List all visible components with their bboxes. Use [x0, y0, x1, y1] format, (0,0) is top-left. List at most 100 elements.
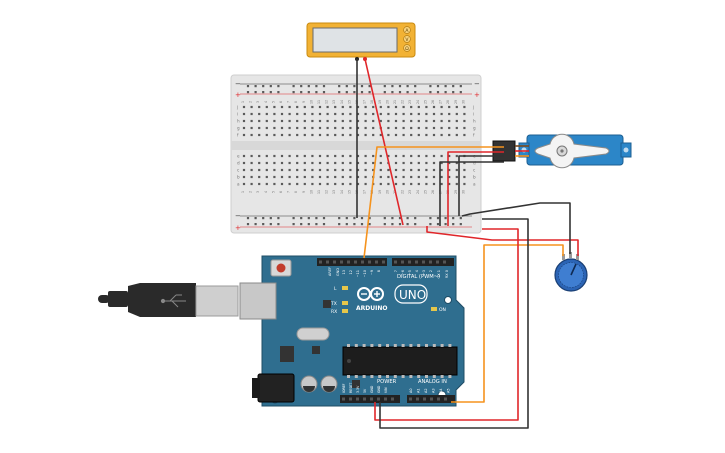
column-number: 27 — [439, 100, 443, 104]
column-number: 1 — [241, 191, 245, 193]
model-text: UNO — [399, 288, 426, 302]
row-letter: c — [473, 168, 476, 173]
usb-cable — [98, 283, 239, 317]
row-letter: f — [237, 133, 239, 138]
column-number: 24 — [416, 100, 420, 104]
multimeter-knob-v[interactable] — [403, 35, 411, 43]
usb-icon — [160, 294, 186, 308]
column-number: 6 — [279, 101, 283, 103]
column-number: 2 — [249, 101, 253, 103]
wire-arduino-gnd[interactable] — [379, 218, 529, 429]
analog-pin-label: A1 — [417, 388, 421, 393]
row-letter: e — [237, 154, 240, 159]
column-number: 19 — [378, 190, 382, 194]
led-rx — [342, 309, 348, 313]
digital-pin-label: 13 — [342, 270, 346, 274]
servo-motor[interactable] — [518, 133, 632, 169]
digital-header-left — [317, 258, 387, 266]
wire-servo-signal[interactable] — [363, 146, 504, 259]
column-number: 4 — [264, 191, 268, 193]
led-tx — [342, 301, 348, 305]
multimeter-display — [312, 27, 398, 53]
led-tx-label: TX — [330, 301, 337, 307]
row-letter: d — [237, 161, 240, 166]
atmega-chip — [342, 346, 458, 376]
column-number: 1 — [241, 101, 245, 103]
wire-servo-ground[interactable] — [458, 155, 504, 216]
column-number: 25 — [423, 100, 427, 104]
analog-pin-label: A5 — [447, 388, 451, 393]
column-number: 18 — [370, 100, 374, 104]
wire-multimeter-red[interactable] — [364, 58, 404, 226]
usb-plug — [195, 285, 239, 317]
wire-servo-power[interactable] — [447, 151, 504, 226]
rail-minus-label-bottom: − — [235, 212, 241, 220]
multimeter-knob-a[interactable] — [403, 26, 411, 34]
column-number: 3 — [256, 101, 260, 103]
column-number: 6 — [279, 191, 283, 193]
digital-header-label: DIGITAL (PWM~) — [397, 274, 440, 280]
reset-button[interactable] — [276, 263, 286, 273]
column-number: 12 — [325, 190, 329, 194]
row-letter: d — [473, 161, 476, 166]
arduino-uno-board[interactable]: L TX RX ON ARDUINO UNO DIGITAL (PWM~) PO… — [239, 255, 465, 407]
wire-pot-power[interactable] — [426, 226, 579, 256]
row-letter: h — [237, 119, 240, 124]
column-number: 23 — [408, 190, 412, 194]
column-number: 24 — [416, 190, 420, 194]
analog-pin-label: A4 — [439, 388, 443, 393]
power-pin-label: GND — [370, 385, 374, 393]
column-number: 15 — [347, 100, 351, 104]
wire-servo-ground-2[interactable] — [439, 161, 504, 226]
power-pin-label: VIN — [384, 387, 388, 393]
column-number: 28 — [446, 100, 450, 104]
voltage-regulator — [280, 346, 294, 362]
rail-plus-label-right: + — [474, 91, 480, 99]
column-number: 23 — [408, 100, 412, 104]
column-number: 13 — [332, 100, 336, 104]
column-number: 7 — [287, 191, 291, 193]
digital-pin-label: 12 — [349, 270, 353, 274]
analog-pin-label: A2 — [424, 388, 428, 393]
wire-pot-ground[interactable] — [461, 202, 571, 254]
column-number: 20 — [385, 100, 389, 104]
digital-pin-label: 8 — [377, 270, 381, 272]
column-number: 17 — [363, 100, 367, 104]
row-letter: c — [237, 168, 240, 173]
rail-minus-label-right: − — [474, 80, 480, 88]
led-l-label: L — [334, 286, 337, 292]
column-number: 30 — [461, 100, 465, 104]
multimeter-knob-ohm-label: Ω — [405, 46, 409, 52]
wire-pot-wiper[interactable] — [451, 244, 564, 403]
potentiometer-indicator — [570, 263, 577, 276]
led-rx-label: RX — [331, 309, 337, 315]
column-number: 5 — [271, 191, 275, 193]
brand-text: ARDUINO — [356, 305, 387, 312]
row-letter: b — [473, 175, 476, 180]
column-number: 4 — [264, 101, 268, 103]
servo-horn[interactable] — [534, 133, 610, 169]
digital-pin-label: ~5 — [408, 270, 412, 275]
digital-pin-label: 4 — [415, 269, 419, 272]
column-number: 7 — [287, 101, 291, 103]
multimeter[interactable]: A V Ω — [306, 22, 416, 61]
row-letter: h — [473, 119, 476, 124]
row-letter: a — [237, 182, 240, 187]
column-number: 19 — [378, 100, 382, 104]
column-number: 9 — [302, 191, 306, 193]
column-number: 14 — [340, 190, 344, 194]
wire-arduino-5v[interactable] — [374, 228, 519, 421]
column-number: 26 — [431, 100, 435, 104]
digital-pin-label: 2 — [429, 270, 433, 272]
multimeter-knob-ohm[interactable] — [403, 44, 411, 52]
column-number: 11 — [317, 190, 321, 194]
column-number: 11 — [317, 100, 321, 104]
column-number: 25 — [423, 190, 427, 194]
potentiometer[interactable] — [554, 252, 588, 292]
column-number: 13 — [332, 190, 336, 194]
